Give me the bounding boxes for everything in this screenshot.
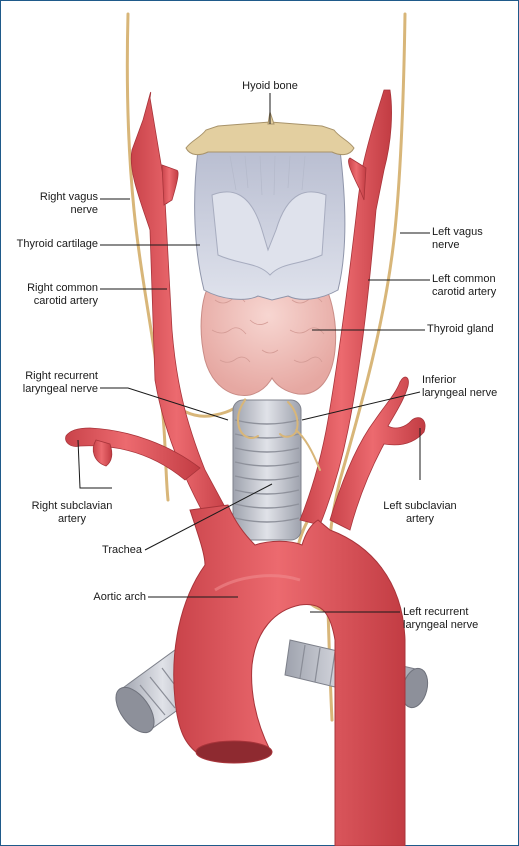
recurrent-laryngeal-nerves — [236, 399, 321, 471]
label-aortic-arch: Aortic arch — [93, 591, 146, 603]
label-left-common-carotid-artery: Left common carotid artery — [432, 273, 497, 298]
label-hyoid-bone: Hyoid bone — [242, 80, 298, 92]
label-right-subclavian-artery: Right subclavian artery — [31, 500, 113, 525]
label-trachea: Trachea — [102, 544, 142, 556]
left-subclavian-shape — [329, 376, 426, 531]
leader-lines — [77, 93, 430, 613]
label-thyroid-cartilage: Thyroid cartilage — [16, 238, 98, 250]
label-thyroid-gland: Thyroid gland — [427, 323, 494, 335]
left-carotid-shape — [299, 89, 392, 526]
trachea-shape — [232, 399, 302, 541]
label-left-recurrent-laryngeal-nerve: Left recurrent laryngeal nerve — [403, 606, 479, 631]
right-carotid-shape — [130, 92, 233, 536]
aortic-arch-shape — [173, 504, 406, 846]
label-right-common-carotid-artery: Right common carotid artery — [27, 282, 98, 307]
label-inferior-laryngeal-nerve: Inferior laryngeal nerve — [422, 374, 498, 399]
label-left-vagus-nerve: Left vagus nerve — [432, 226, 483, 251]
label-right-recurrent-laryngeal-nerve: Right recurrent laryngeal nerve — [22, 370, 98, 395]
label-left-subclavian-artery: Left subclavian artery — [383, 500, 457, 525]
right-subclavian-shape — [65, 427, 201, 481]
thyroid-cartilage-shape — [194, 149, 346, 301]
label-right-vagus-nerve: Right vagus nerve — [39, 191, 98, 216]
